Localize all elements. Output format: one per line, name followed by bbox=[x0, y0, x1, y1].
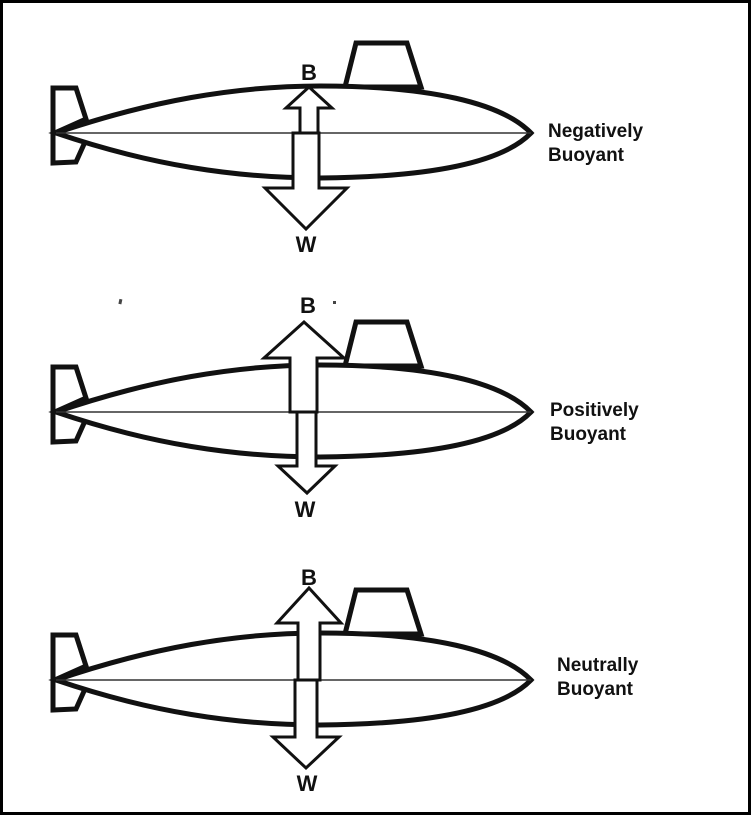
figure-neutrally-buoyant: B W Neutrally Buoyant bbox=[53, 565, 639, 796]
weight-force-label: W bbox=[297, 771, 318, 796]
scan-speck bbox=[333, 301, 336, 304]
buoyant-force-arrow-icon bbox=[282, 84, 336, 135]
figure-negatively-buoyant: B W Negatively Buoyant bbox=[53, 43, 643, 257]
figure-caption-line2: Buoyant bbox=[557, 679, 634, 700]
weight-force-arrow-icon bbox=[269, 678, 343, 771]
buoyant-force-label: B bbox=[300, 293, 316, 318]
figure-caption-line1: Negatively bbox=[548, 121, 643, 142]
figure-caption-line2: Buoyant bbox=[548, 145, 625, 166]
figure-caption-line2: Buoyant bbox=[550, 424, 627, 445]
weight-force-label: W bbox=[296, 232, 317, 257]
figure-positively-buoyant: B W Positively Buoyant bbox=[53, 293, 639, 522]
weight-force-label: W bbox=[295, 497, 316, 522]
weight-force-arrow-icon bbox=[261, 131, 351, 232]
figure-caption-line1: Neutrally bbox=[557, 655, 639, 676]
buoyant-force-arrow-icon bbox=[260, 319, 348, 414]
buoyant-force-label: B bbox=[301, 565, 317, 590]
scan-speck bbox=[118, 298, 123, 305]
figure-caption-line1: Positively bbox=[550, 400, 639, 421]
buoyant-force-arrow-icon bbox=[273, 585, 345, 682]
weight-force-arrow-icon bbox=[274, 410, 339, 496]
buoyant-force-label: B bbox=[301, 60, 317, 85]
